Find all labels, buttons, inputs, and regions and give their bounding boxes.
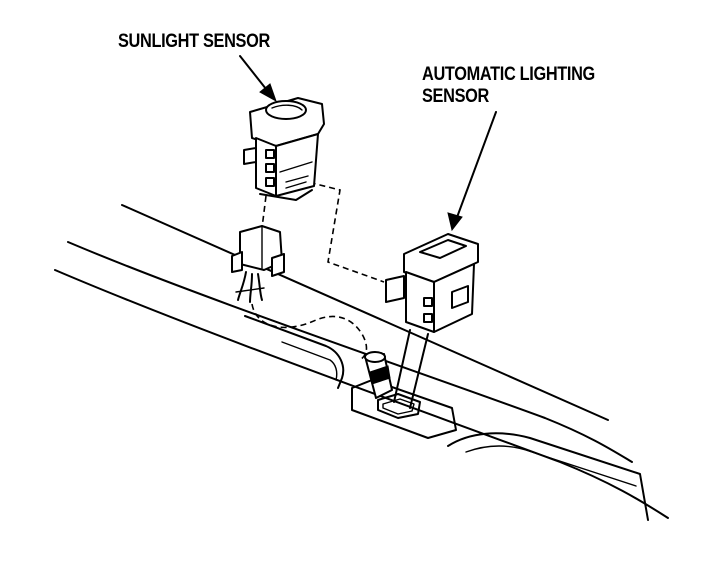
arrow-auto-shaft (455, 111, 497, 221)
sunlight-sensor-tab-3 (265, 177, 275, 187)
auto-sensor-tab-1 (423, 297, 433, 307)
dashboard-cable-plug (364, 351, 393, 399)
connector-wire-2 (249, 273, 253, 303)
sunlight-sensor-seam (279, 161, 313, 173)
left-recess-inner (281, 341, 338, 381)
sunlight-sensor (243, 97, 325, 201)
auto-sensor-side-clip (385, 275, 405, 303)
connector-wire-1 (237, 271, 247, 301)
cable-plug-end (364, 351, 386, 363)
auto-sensor-latch (451, 285, 469, 309)
sunlight-sensor-tab-1 (265, 149, 275, 159)
automatic-lighting-sensor (385, 233, 479, 409)
dashboard-lip-edge (67, 241, 633, 463)
auto-sensor-tab-2 (423, 313, 433, 323)
auto-sensor-stem-right (409, 333, 429, 409)
cable-plug-band (369, 365, 391, 385)
sunlight-sensor-dome (265, 100, 307, 120)
sunlight-sensor-base (259, 189, 313, 201)
automatic-lighting-sensor-label-line1: AUTOMATIC LIGHTING (422, 64, 595, 85)
arrow-sunlight-head (259, 83, 277, 103)
connector-latch-right (271, 253, 285, 277)
sunlight-sensor-hatch-2 (285, 181, 307, 189)
installation-guide-lines (251, 179, 385, 361)
auto-sensor-stem-left (393, 329, 411, 403)
right-defroster-recess (447, 432, 649, 521)
dashboard-upper-edge (121, 204, 609, 421)
wire-harness-dashed (251, 303, 368, 361)
guide-sun-to-connector (261, 195, 267, 229)
guide-sun-to-auto (299, 179, 385, 283)
sensor-mounting-hole-inner (382, 398, 415, 415)
connector-latch-left (231, 251, 243, 273)
sunlight-sensor-body-front (275, 133, 319, 197)
auto-sensor-window (419, 239, 467, 259)
sunlight-sensor-label: SUNLIGHT SENSOR (118, 31, 270, 52)
left-defroster-recess (244, 315, 345, 389)
sensor-connector (231, 225, 285, 303)
arrow-auto-head (447, 212, 463, 232)
sensor-mounting-hole (377, 393, 421, 419)
callout-arrows (239, 55, 497, 232)
sunlight-sensor-hatch-1 (285, 175, 309, 183)
sunlight-sensor-tab-2 (265, 163, 275, 173)
sunlight-sensor-side-clip (243, 147, 257, 165)
sunlight-sensor-dome-highlight (271, 104, 303, 111)
sensor-mounting-boss (351, 379, 457, 439)
dashboard-panel (54, 204, 669, 521)
dashboard-lower-edge (54, 269, 669, 519)
right-recess-inner (465, 445, 637, 487)
connector-wire-break (235, 287, 265, 293)
connector-wire-3 (257, 273, 263, 301)
automatic-lighting-sensor-label-line2: SENSOR (422, 86, 489, 107)
